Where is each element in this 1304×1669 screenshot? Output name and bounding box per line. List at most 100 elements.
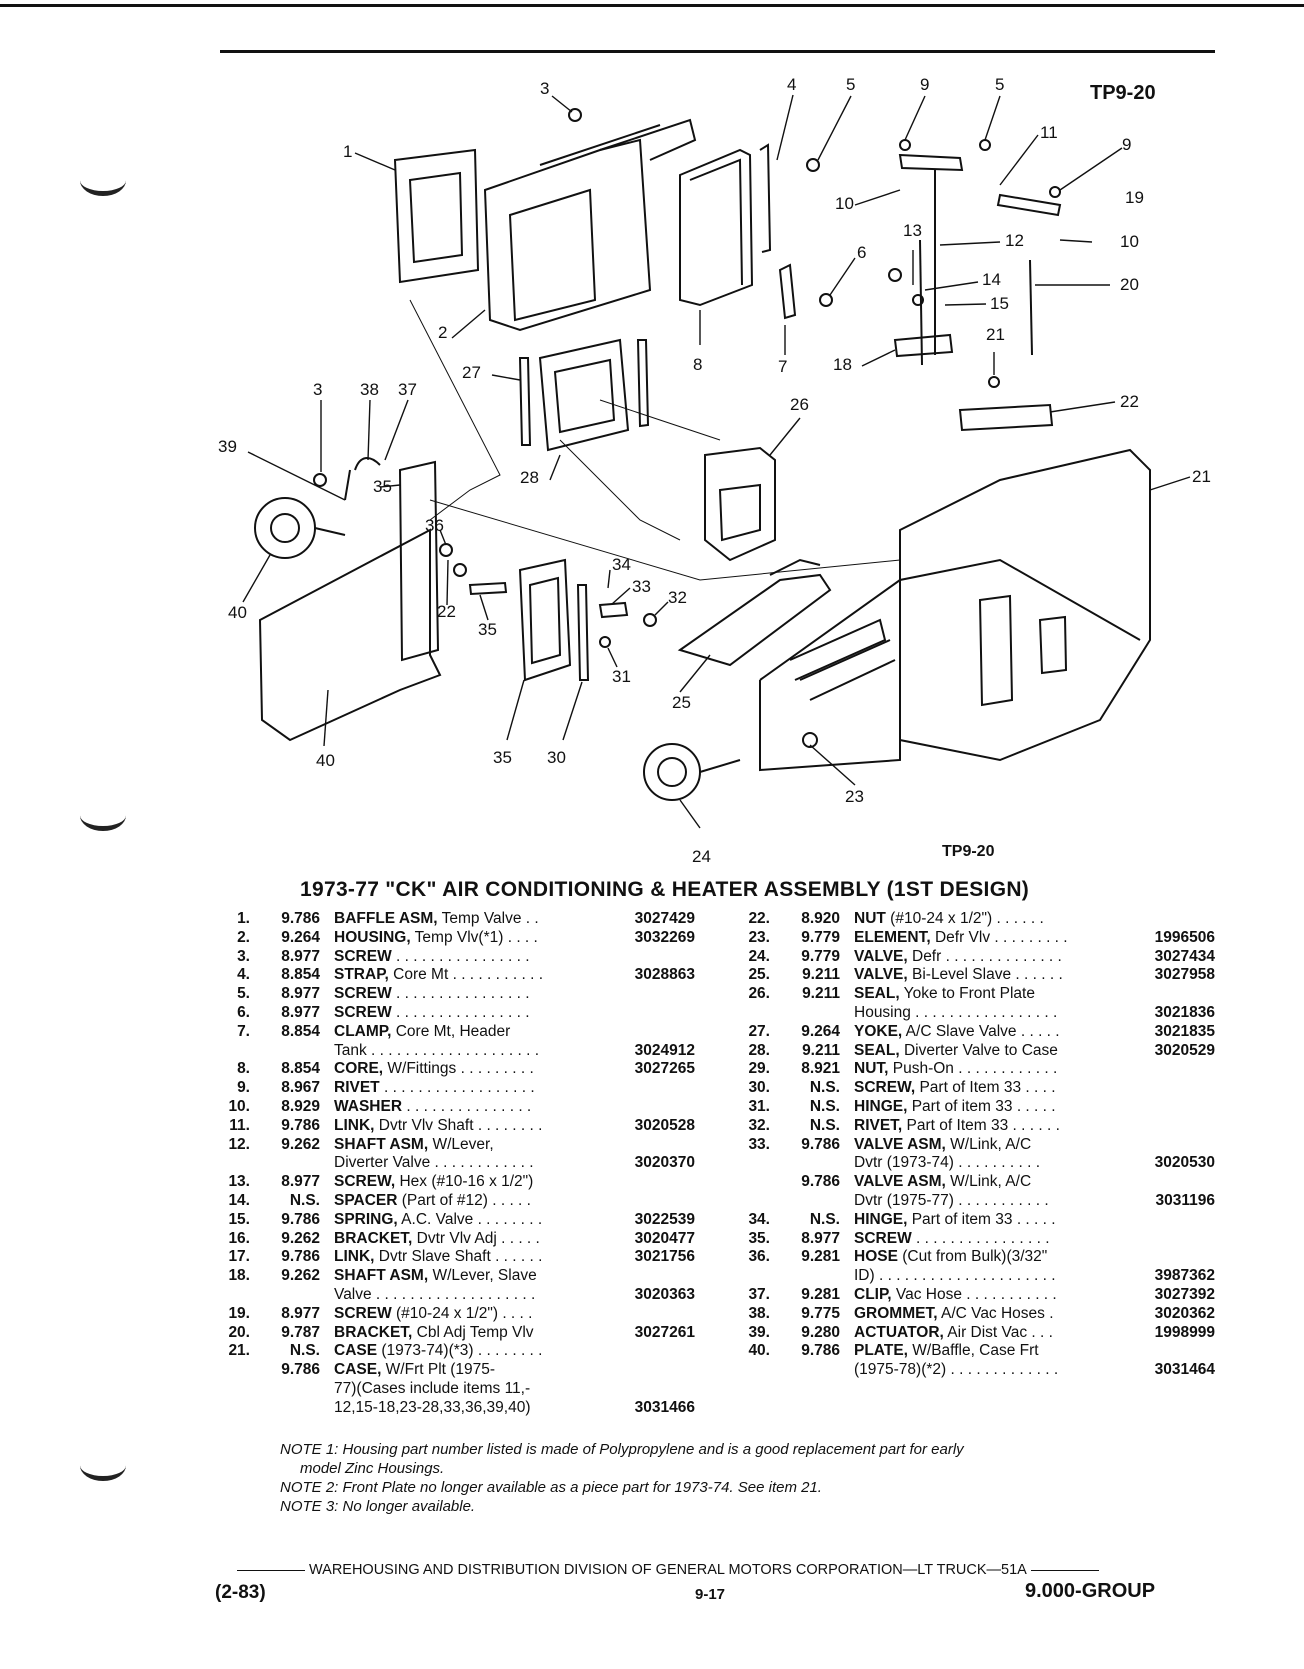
part-name: SCREW bbox=[334, 947, 392, 965]
group-number: 9.211 bbox=[802, 966, 840, 984]
part-detail: (1975-78)(*2) . . . . . . . . . . . . . bbox=[854, 1361, 1059, 1379]
part-number: 3031196 bbox=[1155, 1191, 1216, 1209]
part-detail: . . . . . . . . . . . . . . . . bbox=[911, 1229, 1050, 1247]
part-number bbox=[1135, 1230, 1215, 1249]
part-name: VALVE ASM, bbox=[854, 1135, 946, 1153]
part-number bbox=[1135, 910, 1215, 929]
part-name: LINK, bbox=[334, 1248, 375, 1266]
part-number bbox=[615, 1192, 695, 1211]
group-number: 9.281 bbox=[801, 1248, 840, 1266]
part-detail: 77)(Cases include items 11,- bbox=[334, 1379, 531, 1397]
part-number: 3020362 bbox=[1154, 1304, 1215, 1322]
part-name: LINK, bbox=[334, 1116, 375, 1134]
callout-20: 22 bbox=[1120, 392, 1139, 411]
callout-25: 26 bbox=[790, 395, 809, 414]
group-number: 8.977 bbox=[801, 1229, 840, 1247]
item-number bbox=[735, 1154, 770, 1173]
part-number bbox=[615, 1173, 695, 1192]
group-number: 9.211 bbox=[802, 1041, 840, 1059]
part-number bbox=[615, 1267, 695, 1286]
callout-35: 35 bbox=[373, 477, 392, 496]
part-detail: Core Mt . . . . . . . . . . . bbox=[388, 966, 544, 984]
part-description: Dvtr (1975-77) . . . . . . . . . . . bbox=[840, 1192, 1135, 1211]
item-number bbox=[735, 1004, 770, 1023]
part-description: GROMMET, A/C Vac Hoses . bbox=[840, 1305, 1135, 1324]
group-number: N.S. bbox=[809, 1079, 840, 1097]
part-detail: Part of Item 33 . . . . bbox=[915, 1079, 1056, 1097]
group-number: 9.779 bbox=[801, 947, 840, 965]
group-number: 9.786 bbox=[281, 1361, 320, 1379]
item-number: 33. bbox=[748, 1135, 770, 1153]
group-number: 9.775 bbox=[801, 1304, 840, 1322]
part-description: VALVE ASM, W/Link, A/C bbox=[840, 1136, 1135, 1155]
part-number bbox=[1135, 1136, 1215, 1155]
footer-date: (2-83) bbox=[215, 1582, 266, 1603]
group-number: 9.262 bbox=[281, 1267, 320, 1285]
group-number: 9.786 bbox=[281, 1210, 320, 1228]
group-number: 9.280 bbox=[801, 1323, 840, 1341]
part-description: YOKE, A/C Slave Valve . . . . . bbox=[840, 1023, 1135, 1042]
part-description: HOSE (Cut from Bulk)(3/32" bbox=[840, 1248, 1135, 1267]
part-description: LINK, Dvtr Slave Shaft . . . . . . bbox=[320, 1248, 615, 1267]
callout-9: 9 bbox=[1122, 135, 1131, 154]
item-number: 7. bbox=[237, 1022, 250, 1040]
part-detail: . . . . . . . . . . . . . . . bbox=[402, 1097, 532, 1115]
part-description: Diverter Valve . . . . . . . . . . . . bbox=[320, 1154, 615, 1173]
part-number bbox=[1135, 1079, 1215, 1098]
part-name: WASHER bbox=[334, 1097, 403, 1115]
callout-38: 39 bbox=[218, 437, 237, 456]
part-description: Dvtr (1973-74) . . . . . . . . . . bbox=[840, 1154, 1135, 1173]
part-number: 3031464 bbox=[1154, 1361, 1215, 1379]
part-detail: Yoke to Front Plate bbox=[899, 985, 1035, 1003]
part-detail: (#10-24 x 1/2") . . . . . . bbox=[885, 910, 1044, 927]
item-number: 1. bbox=[237, 910, 250, 927]
group-number: N.S. bbox=[289, 1191, 320, 1209]
part-description: SCREW, Hex (#10-16 x 1/2") bbox=[320, 1173, 615, 1192]
item-number bbox=[215, 1286, 250, 1305]
group-number bbox=[250, 1154, 320, 1173]
group-number: 8.977 bbox=[281, 947, 320, 965]
part-description: 12,15-18,23-28,33,36,39,40) bbox=[320, 1399, 615, 1418]
callout-14: 14 bbox=[982, 270, 1001, 289]
item-number bbox=[215, 1361, 250, 1380]
group-number: N.S. bbox=[289, 1342, 320, 1360]
part-name: YOKE, bbox=[854, 1022, 903, 1040]
item-number: 32. bbox=[748, 1116, 770, 1134]
part-description: SPACER (Part of #12) . . . . . bbox=[320, 1192, 615, 1211]
callout-27: 28 bbox=[520, 468, 539, 487]
parts-row: 32.N.S.RIVET, Part of Item 33 . . . . . … bbox=[735, 1117, 1215, 1136]
part-name: CORE, bbox=[334, 1060, 384, 1078]
part-detail: (1973-74)(*3) . . . . . . . . bbox=[377, 1342, 543, 1360]
item-number: 30. bbox=[748, 1079, 770, 1097]
footer-rule bbox=[237, 1569, 305, 1571]
item-number: 15. bbox=[228, 1210, 250, 1228]
callout-33: 35 bbox=[493, 748, 512, 767]
part-number bbox=[615, 1305, 695, 1324]
part-detail: Dvtr (1975-77) . . . . . . . . . . . bbox=[854, 1191, 1049, 1209]
part-detail: W/Fittings . . . . . . . . . bbox=[383, 1060, 534, 1078]
part-name: HOUSING, bbox=[334, 928, 411, 946]
part-detail: (Part of #12) . . . . . bbox=[397, 1191, 531, 1209]
part-number bbox=[1135, 1098, 1215, 1117]
part-detail: W/Link, A/C bbox=[945, 1135, 1032, 1153]
parts-row: 14.N.S.SPACER (Part of #12) . . . . . bbox=[215, 1192, 695, 1211]
part-description: Tank . . . . . . . . . . . . . . . . . .… bbox=[320, 1042, 615, 1061]
parts-row: Dvtr (1975-77) . . . . . . . . . . . 3031… bbox=[735, 1192, 1215, 1211]
top-rule bbox=[0, 4, 1304, 7]
part-description: ID) . . . . . . . . . . . . . . . . . . … bbox=[840, 1267, 1135, 1286]
callout-32: 34 bbox=[612, 555, 631, 574]
item-number: 18. bbox=[228, 1267, 250, 1285]
part-name: SPACER bbox=[334, 1191, 398, 1209]
part-description: LINK, Dvtr Vlv Shaft . . . . . . . . bbox=[320, 1117, 615, 1136]
notes: NOTE 1: Housing part number listed is ma… bbox=[280, 1440, 964, 1516]
figure-code-bottom: TP9-20 bbox=[942, 843, 995, 860]
callout-22: 22 bbox=[437, 602, 456, 621]
page-number: 9-17 bbox=[695, 1586, 726, 1603]
